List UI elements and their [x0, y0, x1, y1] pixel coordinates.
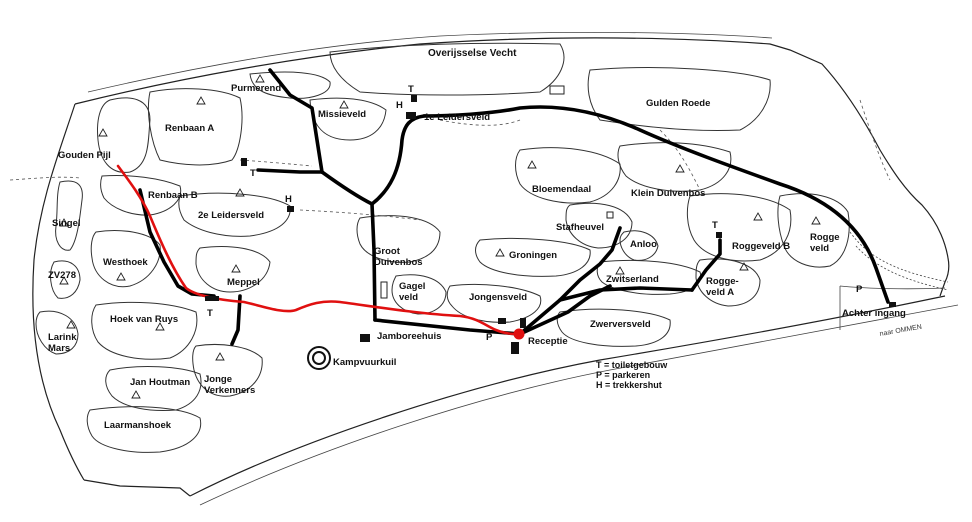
- field-label-westhoek: Westhoek: [103, 257, 148, 268]
- toilet-marker: T: [712, 220, 718, 231]
- field-label-singel: Singel: [52, 218, 81, 229]
- field-label-jamboreehuis: Jamboreehuis: [377, 331, 441, 342]
- toilet-marker: T: [250, 168, 256, 179]
- field-label-roggeveld-b: Roggeveld B: [732, 241, 790, 252]
- field-label-hoek-van-ruys: Hoek van Ruys: [110, 314, 178, 325]
- dashed-tracks: [9, 99, 891, 221]
- field-label-missieveld: Missieveld: [318, 109, 366, 120]
- receptie-marker: [513, 328, 525, 340]
- field-label-roggeveld: Rogge veld: [810, 232, 842, 254]
- toilet-marker: T: [408, 84, 414, 95]
- field-label-klein-duivenbos: Klein Duivenbos: [631, 188, 705, 199]
- field-label-stafheuvel: Stafheuvel: [556, 222, 604, 233]
- legend-hut: H = trekkershut: [596, 380, 662, 390]
- parking-marker: P: [486, 332, 493, 343]
- field-label-meppel: Meppel: [227, 277, 260, 288]
- field-label-anloo: Anloo: [630, 239, 657, 250]
- field-label-kampvuurkuil: Kampvuurkuil: [333, 357, 396, 368]
- field-outlines: [35, 42, 850, 453]
- field-label-larink-mars: Larink Mars: [48, 332, 79, 354]
- field-label-groot-duivenbos: Groot Duivenbos: [374, 246, 423, 268]
- legend-toilet: T = toiletgebouw: [596, 360, 668, 370]
- field-label-zwerversveld: Zwerversveld: [590, 319, 651, 330]
- terrain-outline: [32, 31, 959, 506]
- field-label-renbaan-b: Renbaan B: [148, 190, 198, 201]
- legend-parking: P = parkeren: [596, 370, 650, 380]
- hut-marker: H: [396, 100, 403, 111]
- field-label-gagel-veld: Gagel veld: [399, 281, 428, 303]
- river-label: Overijsselse Vecht: [428, 48, 517, 59]
- field-label-gouden-pijl: Gouden Pijl: [58, 150, 111, 161]
- tent-symbols: [59, 74, 821, 399]
- field-label-renbaan-a: Renbaan A: [165, 123, 214, 134]
- red-route: [116, 164, 522, 336]
- field-label-laarmanshoek: Laarmanshoek: [104, 420, 172, 431]
- field-label-zwitserland: Zwitserland: [606, 274, 659, 285]
- field-label-jonge-verkenners: Jonge Verkenners: [204, 374, 255, 396]
- field-label-2e-leidersveld: 2e Leidersveld: [198, 210, 264, 221]
- buildings: [205, 85, 896, 370]
- parking-marker: P: [856, 284, 863, 295]
- field-label-bloemendaal: Bloemendaal: [532, 184, 591, 195]
- toilet-marker: T: [207, 308, 213, 319]
- field-label-jongensveld: Jongensveld: [469, 292, 527, 303]
- field-label-1e-leidersveld: 1e Leidersveld: [424, 112, 490, 123]
- field-label-zv278: ZV278: [48, 270, 76, 281]
- road-direction-label: naar OMMEN: [879, 324, 922, 338]
- field-label-achter-ingang: Achter ingang: [842, 308, 906, 319]
- field-label-jan-houtman: Jan Houtman: [130, 377, 190, 388]
- hut-marker: H: [285, 194, 292, 205]
- field-label-roggeveld-a: Rogge- veld A: [706, 276, 741, 298]
- field-label-purmerend: Purmerend: [231, 83, 281, 94]
- field-label-gulden-roede: Gulden Roede: [646, 98, 710, 109]
- field-label-groningen: Groningen: [509, 250, 557, 261]
- river-bank: [849, 231, 949, 291]
- field-label-receptie: Receptie: [528, 336, 568, 347]
- legend: T = toiletgebouw P = parkeren H = trekke…: [596, 360, 668, 390]
